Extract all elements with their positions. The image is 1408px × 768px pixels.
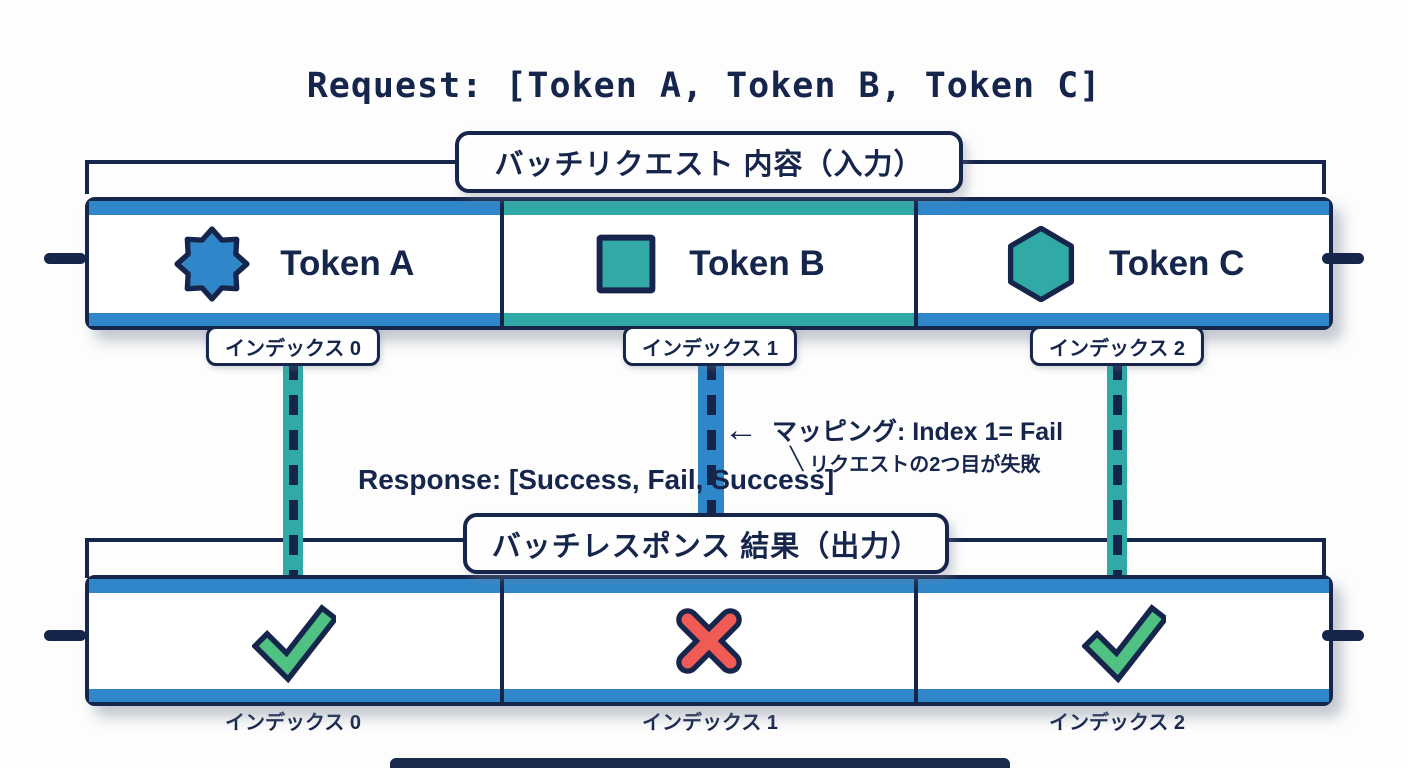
input-bracket-left	[85, 160, 461, 194]
response-text: Response: [Success, Fail, Success]	[358, 464, 835, 495]
output-index-label-1: インデックス 1	[641, 712, 779, 734]
token-label: Token C	[1108, 244, 1245, 283]
left-arrow-icon: ←	[724, 411, 758, 449]
output-bracket-right	[941, 538, 1326, 578]
octagram-icon	[174, 226, 250, 302]
output-bracket-left	[85, 538, 467, 578]
hexagon-icon	[1003, 226, 1079, 302]
cell-bottom-bar	[89, 689, 500, 702]
diagram-title: Request: [Token A, Token B, Token C]	[306, 66, 1102, 106]
cell-top-bar	[503, 579, 915, 593]
dashed-line	[1112, 360, 1122, 578]
square-icon	[593, 231, 659, 297]
bottom-edge-bar	[390, 758, 1010, 768]
x-icon	[668, 600, 750, 682]
row-stub-left-top	[44, 253, 86, 264]
output-index-label-0: インデックス 0	[224, 712, 362, 734]
cell-bottom-bar	[918, 313, 1330, 326]
input-cell-token-c: Token C	[914, 201, 1330, 326]
cell-top-bar	[918, 579, 1330, 593]
mapping-subnote-text: リクエストの2つ目が失敗	[809, 454, 1041, 476]
cell-bottom-bar	[89, 313, 500, 326]
mapping-subnote: ╲ リクエストの2つ目が失敗	[790, 448, 1040, 477]
connector-index-0	[283, 360, 303, 578]
output-section-header: バッチレスポンス 結果（出力）	[463, 513, 949, 574]
cell-top-bar	[89, 201, 500, 215]
output-row	[85, 575, 1333, 706]
token-label: Token B	[689, 244, 825, 283]
input-section-header: バッチリクエスト 内容（入力）	[455, 131, 963, 193]
row-stub-left-bottom	[44, 630, 86, 641]
row-stub-right-top	[1322, 253, 1364, 264]
input-row: Token A Token B	[85, 197, 1333, 330]
index-chip-1: インデックス 1	[622, 326, 798, 366]
connector-index-1	[698, 360, 724, 518]
token-label: Token A	[280, 244, 415, 283]
cell-top-bar	[89, 579, 500, 593]
pointer-tick-icon: ╲	[790, 446, 804, 471]
row-stub-right-bottom	[1322, 630, 1364, 641]
dashed-line	[288, 360, 298, 578]
cell-bottom-bar	[503, 313, 915, 326]
input-cell-token-b: Token B	[499, 201, 915, 326]
output-cell-2	[914, 579, 1330, 702]
cell-bottom-bar	[503, 689, 915, 702]
check-icon	[1081, 599, 1166, 683]
output-cell-0	[89, 579, 500, 702]
connector-index-2	[1107, 360, 1127, 578]
cell-top-bar	[918, 201, 1330, 215]
check-icon	[252, 599, 337, 683]
index-chip-0: インデックス 0	[205, 326, 381, 366]
index-chip-2: インデックス 2	[1029, 326, 1205, 366]
dashed-line	[706, 360, 716, 518]
input-bracket-right	[954, 160, 1326, 194]
mapping-annotation-text: マッピング: Index 1= Fail	[772, 418, 1064, 446]
mapping-annotation: ← マッピング: Index 1= Fail	[724, 412, 1063, 448]
cell-bottom-bar	[918, 689, 1330, 702]
cell-top-bar	[503, 201, 915, 215]
output-index-label-2: インデックス 2	[1048, 712, 1186, 734]
input-cell-token-a: Token A	[89, 201, 500, 326]
output-cell-1	[499, 579, 915, 702]
